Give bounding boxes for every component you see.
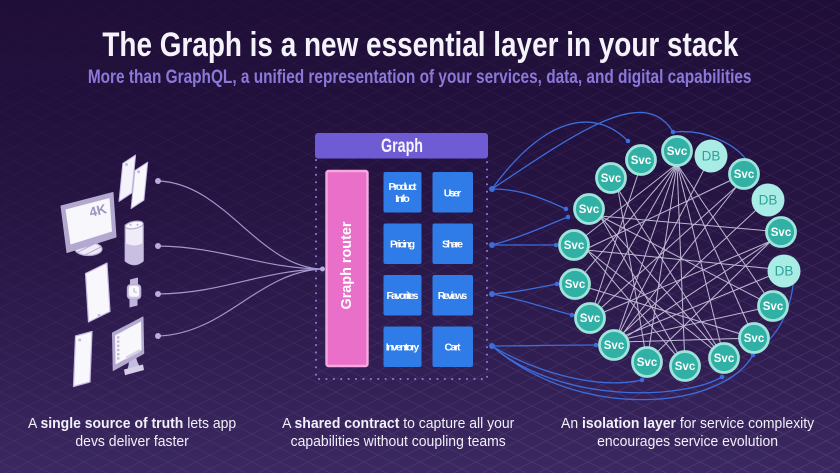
svg-text:Svc: Svc: [580, 313, 601, 325]
svg-text:Share: Share: [442, 239, 463, 251]
svg-text:DB: DB: [759, 193, 778, 208]
svg-text:Svc: Svc: [604, 340, 625, 352]
svg-text:DB: DB: [702, 149, 721, 164]
svg-text:Svc: Svc: [565, 279, 586, 291]
svg-text:Svc: Svc: [601, 173, 622, 185]
svg-text:Svc: Svc: [564, 240, 585, 252]
svg-text:Graph router: Graph router: [339, 221, 355, 309]
svg-text:Svc: Svc: [579, 204, 600, 216]
svg-text:4K: 4K: [88, 201, 109, 220]
svg-text:Svc: Svc: [771, 227, 792, 239]
svg-text:Reviews: Reviews: [438, 290, 468, 302]
svg-text:DB: DB: [775, 264, 794, 279]
svg-text:Graph: Graph: [381, 136, 423, 157]
svg-text:Favorites: Favorites: [387, 290, 419, 302]
svg-text:Svc: Svc: [714, 353, 735, 365]
svg-text:Pricing: Pricing: [390, 239, 415, 251]
svg-text:Svc: Svc: [631, 155, 652, 167]
svg-text:Product: Product: [389, 181, 418, 193]
svg-text:Inventory: Inventory: [386, 342, 420, 354]
svg-text:Svc: Svc: [667, 146, 688, 158]
svg-text:Svc: Svc: [763, 301, 784, 313]
svg-text:Svc: Svc: [637, 357, 658, 369]
svg-text:Svc: Svc: [675, 361, 696, 373]
svg-text:Cart: Cart: [445, 342, 462, 354]
svg-text:Svc: Svc: [734, 169, 755, 181]
svg-text:Svc: Svc: [744, 333, 765, 345]
svg-text:Info: Info: [395, 193, 410, 205]
svg-text:User: User: [444, 188, 462, 200]
